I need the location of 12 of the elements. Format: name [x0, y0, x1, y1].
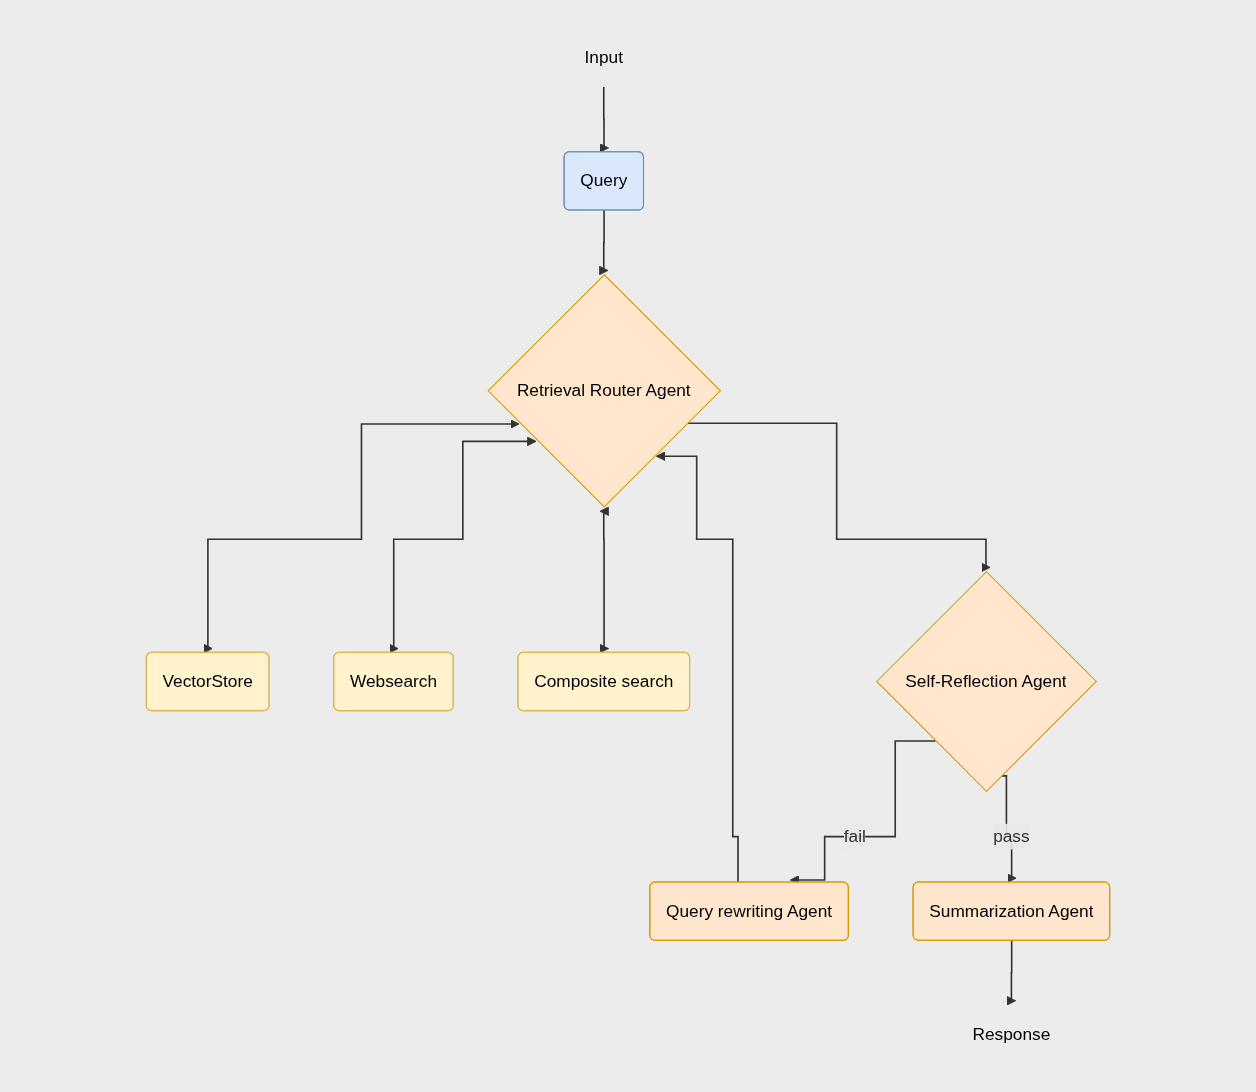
node-diamond: Self-Reflection Agent [875, 570, 1098, 793]
arrow [389, 436, 537, 654]
arrow [599, 86, 609, 153]
edge-label: fail [843, 826, 866, 846]
node-text: Input [584, 48, 623, 67]
node-text: Response [972, 1024, 1051, 1043]
arrow [1006, 940, 1017, 1006]
arrow [203, 419, 520, 654]
edge-label: pass [993, 826, 1030, 846]
arrow [599, 506, 610, 654]
node-diamond: Retrieval Router Agent [487, 274, 722, 508]
arrow [599, 209, 609, 276]
